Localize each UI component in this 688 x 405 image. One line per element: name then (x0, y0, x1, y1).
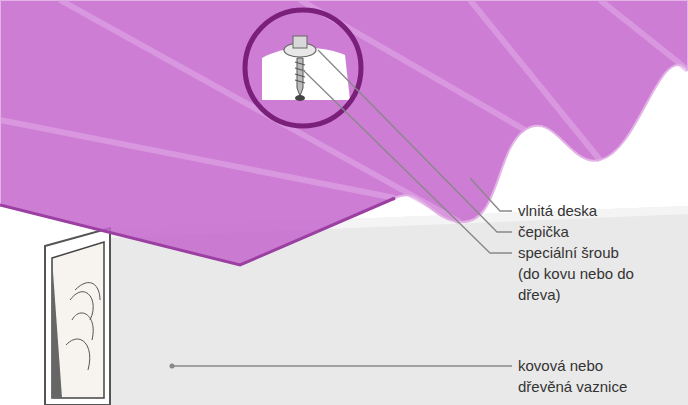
part-label: vlnitá deska (518, 200, 683, 221)
leader-line (172, 365, 512, 366)
sheet-edge (0, 198, 395, 265)
leader-line (318, 50, 512, 232)
leader-dot (170, 364, 175, 369)
corrugated-sheet (0, 0, 688, 265)
detail-circle (245, 10, 361, 126)
purlin-section (52, 242, 104, 398)
part-label: kovová nebo dřevěná vaznice (518, 355, 648, 397)
leader-line (470, 178, 512, 211)
leader-line (303, 70, 512, 253)
metal-section (52, 258, 62, 398)
screw-hole (295, 95, 305, 101)
part-label: čepička (518, 221, 683, 242)
screw-thread (295, 62, 305, 83)
screw-head (293, 36, 307, 48)
wood-grain (66, 283, 100, 370)
part-label: speciální šroub (do kovu nebo do dřeva) (518, 242, 640, 305)
purlin-end (45, 228, 110, 405)
